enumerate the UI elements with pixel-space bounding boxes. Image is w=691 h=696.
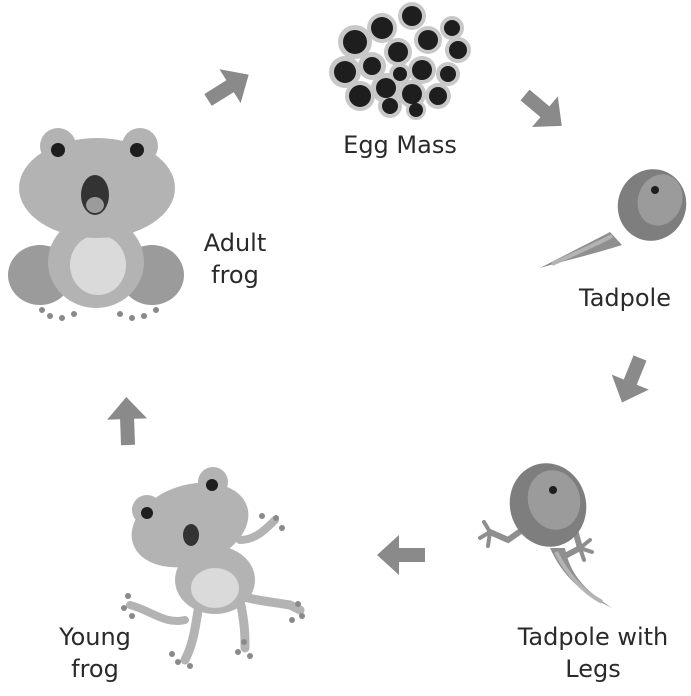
tadpole-with-legs-illustration [480, 455, 612, 608]
egg-mass-label: Egg Mass [330, 130, 470, 160]
adult-frog-label-line1: Adult [190, 228, 280, 258]
egg-mass-illustration [329, 2, 471, 120]
young-frog-label-line2: frog [40, 654, 150, 684]
arrow-young-frog-to-adult [106, 396, 148, 445]
young-frog-label-line1: Young [40, 622, 150, 652]
tadpole-illustration [540, 160, 691, 268]
tadpole-with-legs-label-line1: Tadpole with [498, 622, 688, 652]
adult-frog-label-line2: frog [190, 260, 280, 290]
arrow-eggs-to-tadpole [512, 80, 574, 141]
arrow-legged-tadpole-to-young-frog [377, 535, 425, 575]
tadpole-with-legs-label-line2: Legs [498, 654, 688, 684]
tadpole-label: Tadpole [560, 283, 690, 313]
arrow-adult-to-eggs [197, 58, 259, 117]
arrow-tadpole-to-legged-tadpole [603, 351, 658, 410]
adult-frog-illustration [8, 128, 184, 321]
